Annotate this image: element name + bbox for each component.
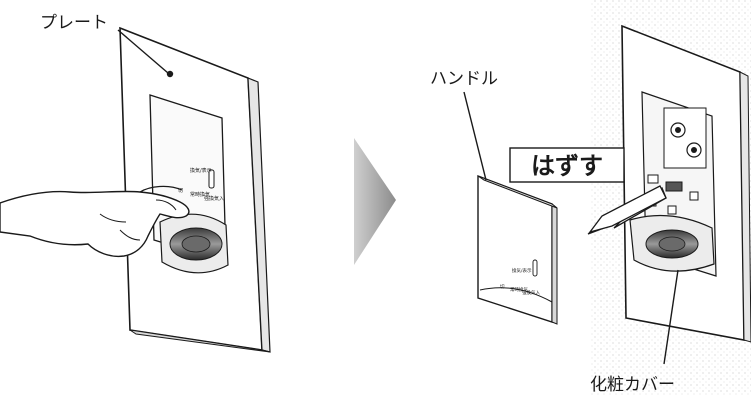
switch-mechanism bbox=[645, 107, 707, 215]
mounted-plate-frame bbox=[621, 24, 751, 343]
switch-label-mid: 常時換気 bbox=[190, 191, 210, 198]
switch-label-off: 切 bbox=[178, 187, 183, 194]
plate-label: プレート bbox=[40, 13, 108, 33]
plate-leader-line bbox=[117, 29, 169, 74]
switch-label-top: 換気/表示 bbox=[190, 167, 212, 174]
remove-instruction: はずす bbox=[509, 147, 625, 183]
handle-label-on: 強換気入 bbox=[522, 289, 540, 296]
handle-label-mid: 常時換気 bbox=[510, 286, 528, 293]
switch-label-on: 強換気入 bbox=[204, 195, 224, 202]
next-step-chevron bbox=[354, 138, 396, 265]
handle-leader-line bbox=[463, 91, 487, 181]
plate-marker-dot bbox=[166, 70, 174, 78]
cosmetic-cover bbox=[629, 214, 715, 272]
remove-label: はずす bbox=[531, 152, 603, 180]
removal-arrow bbox=[587, 185, 667, 235]
hand-illustration bbox=[0, 185, 190, 258]
handle-label-off: 切 bbox=[500, 283, 505, 290]
cover-label: 化粧カバー bbox=[590, 375, 675, 395]
right-switch-illustration: 換気/表示 切 常時換気 強換気入 はずす ハンドル 化粧カバー bbox=[430, 0, 751, 395]
removed-handle: 換気/表示 切 常時換気 強換気入 bbox=[477, 174, 558, 325]
handle-label-top: 換気/表示 bbox=[512, 267, 532, 274]
handle-label: ハンドル bbox=[430, 69, 498, 89]
left-switch-illustration: 換気/表示 切 常時換気 強換気入 プレート bbox=[0, 13, 271, 353]
cover-leader-line bbox=[663, 269, 679, 365]
fan-grill bbox=[159, 213, 229, 274]
